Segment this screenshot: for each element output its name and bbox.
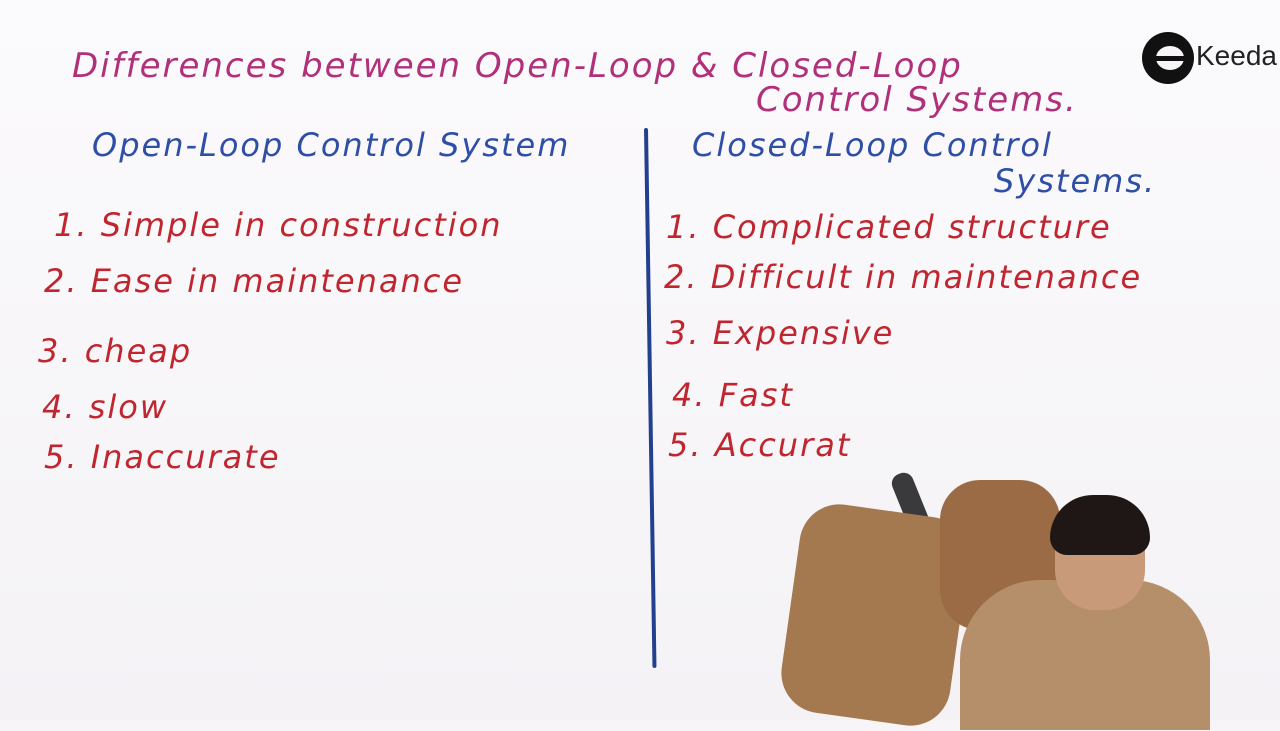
closed-loop-heading-line-2: Systems. [994,162,1157,200]
presenter-hair [1050,495,1150,555]
closed-loop-item: 1. Complicated structure [666,208,1112,246]
title-line-2: Control Systems. [756,80,1078,120]
closed-loop-heading-line-1: Closed-Loop Control [692,126,1053,164]
open-loop-item: 3. cheap [38,332,193,370]
closed-loop-item: 4. Fast [672,376,794,414]
presenter-video [770,469,1240,731]
ekeeda-logo: Keeda [1138,26,1277,96]
open-loop-item: 1. Simple in construction [54,206,503,244]
open-loop-item: 5. Inaccurate [44,438,281,476]
closed-loop-item: 5. Accurat [668,426,852,464]
open-loop-heading: Open-Loop Control System [92,126,571,164]
logo-text: Keeda [1196,40,1277,71]
closed-loop-item: 2. Difficult in maintenance [664,258,1143,296]
closed-loop-item: 3. Expensive [666,314,895,352]
open-loop-item: 4. slow [42,388,169,426]
title-line-1: Differences between Open-Loop & Closed-L… [72,46,963,86]
open-loop-item: 2. Ease in maintenance [44,262,465,300]
column-divider [644,127,657,668]
